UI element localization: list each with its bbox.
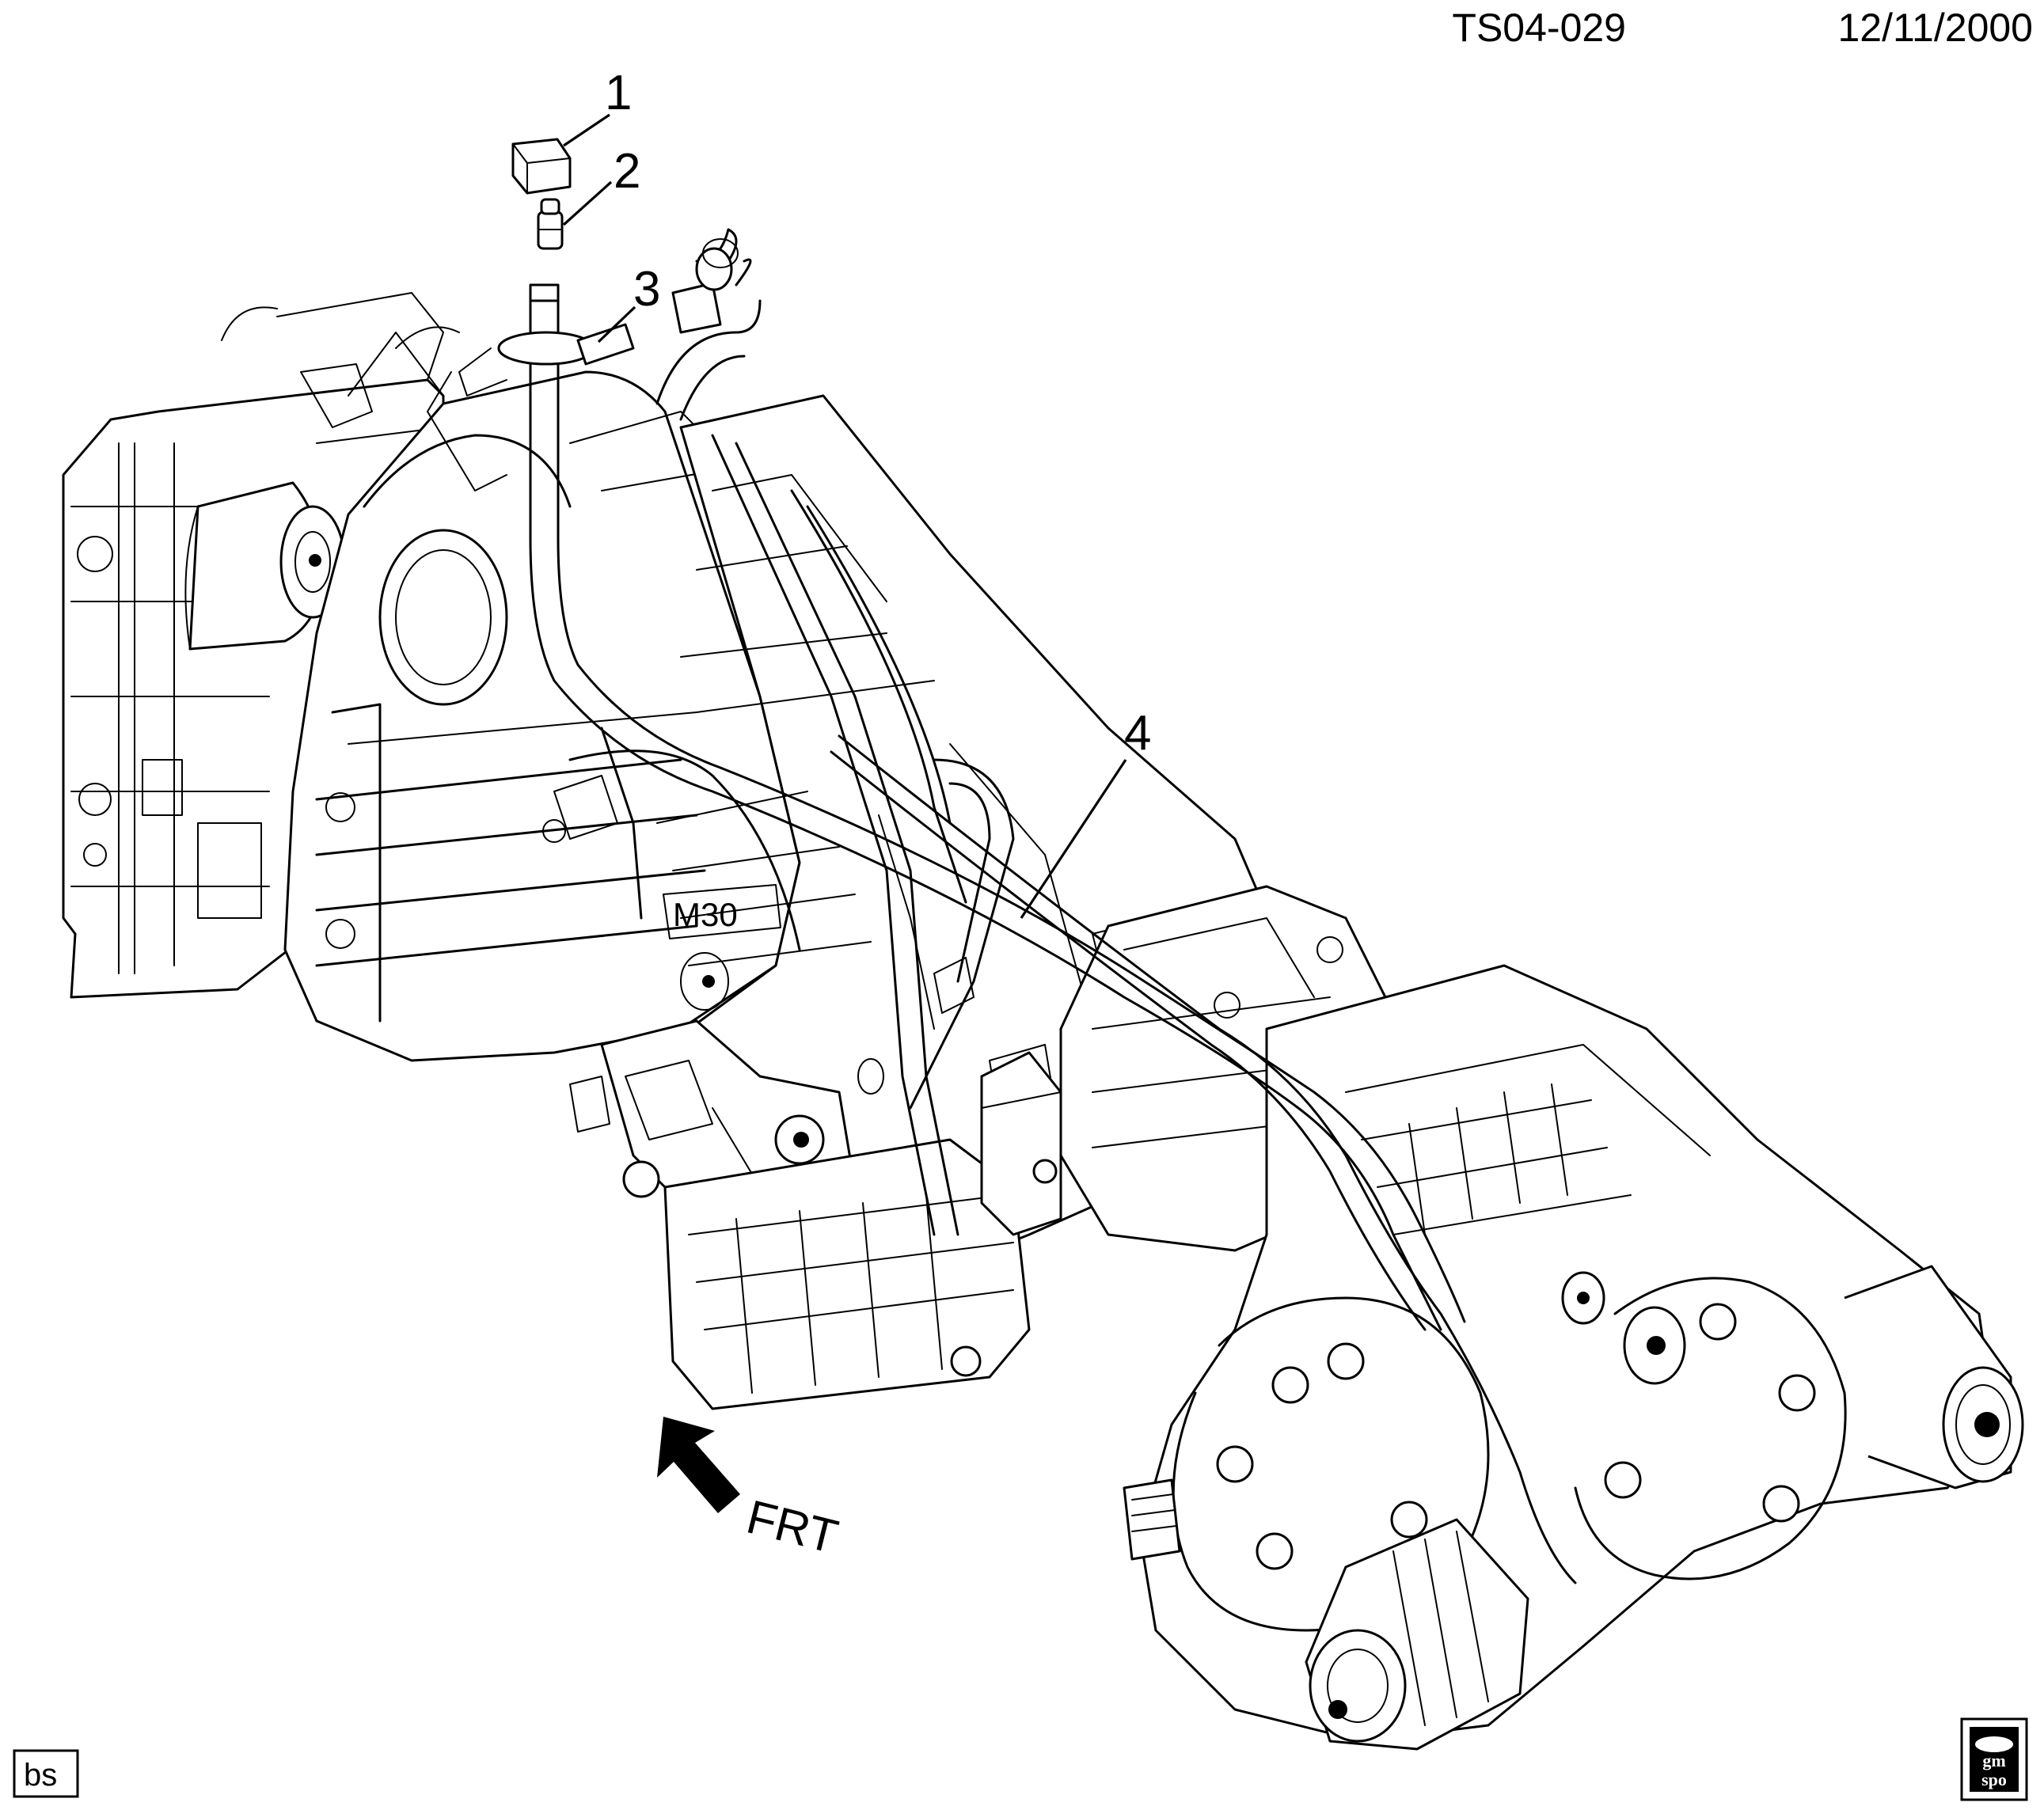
callout-3: 3 (597, 262, 660, 343)
callout-1: 1 (563, 66, 632, 147)
front-label: FRT (742, 1490, 843, 1564)
crossmember (980, 1051, 1062, 1236)
cooler-lines (348, 299, 1015, 1236)
model-mark-text: M30 (673, 896, 738, 933)
vent-hose (671, 228, 752, 334)
callout-4-label: 4 (1124, 706, 1151, 761)
callout-1-label: 1 (605, 66, 632, 120)
oil-pan (663, 1138, 1031, 1410)
gm-spo-logo: gm spo (1960, 1717, 2028, 1801)
model-mark: M30 (663, 884, 781, 939)
callout-4: 4 (1020, 706, 1151, 919)
encoder-motor (1305, 1518, 1529, 1751)
front-direction-indicator: FRT (657, 1417, 843, 1564)
callout-3-label: 3 (633, 262, 660, 317)
illustrator-badge: bs (13, 1749, 79, 1798)
drawing-code: TS04-029 (1452, 6, 1626, 50)
callout-2: 2 (562, 144, 640, 226)
drawing-date: 12/11/2000 (1837, 6, 2033, 50)
wiring-harness (830, 734, 1577, 1584)
callout-2-label: 2 (614, 144, 640, 199)
dipstick-tube (529, 283, 1466, 1331)
dipstick-seal (537, 198, 564, 250)
front-arrow-icon (657, 1417, 740, 1513)
logo-bottom-text: spo (1981, 1770, 2007, 1789)
logo-top-text: gm (1982, 1751, 2005, 1770)
dipstick-cap (511, 138, 572, 195)
illustrator-badge-text: bs (24, 1758, 57, 1793)
transfer-case (1123, 964, 2024, 1743)
